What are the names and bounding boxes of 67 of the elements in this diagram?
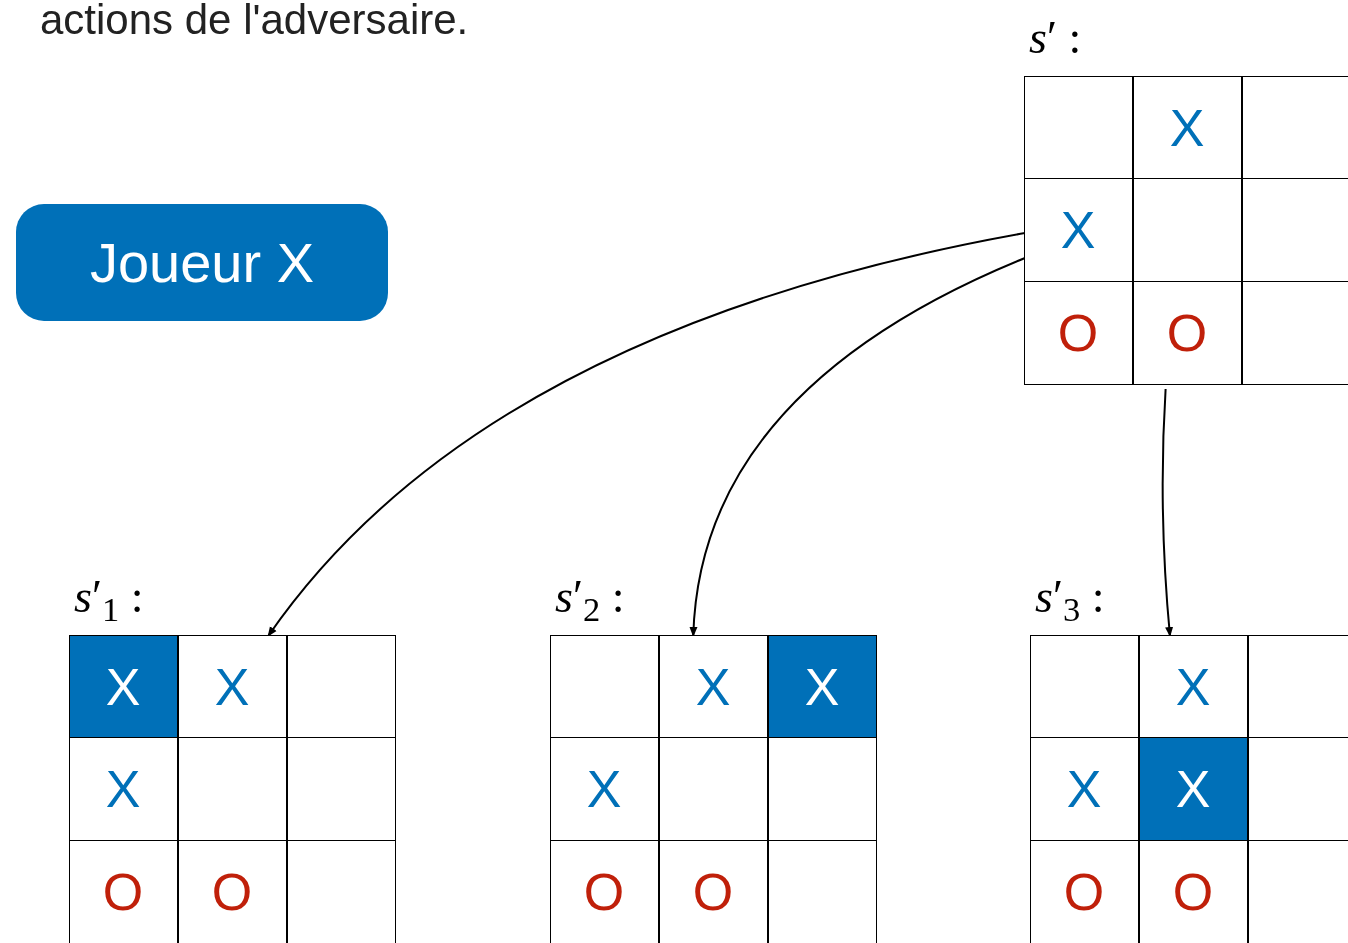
highlighted-cell — [767, 634, 877, 739]
board-cell — [1132, 280, 1242, 385]
x-mark: X — [214, 660, 250, 713]
x-mark: X — [695, 660, 731, 713]
board-cell — [1247, 737, 1348, 841]
board-cell — [177, 737, 287, 841]
x-mark: X — [1175, 660, 1211, 713]
board-cell — [286, 737, 396, 841]
board-cell — [1241, 178, 1348, 282]
state-label: s′ : — [1029, 15, 1082, 61]
highlighted-cell — [68, 634, 178, 739]
state-label: s′$_{2}$ : — [555, 574, 625, 620]
board-cell — [1241, 75, 1348, 180]
player-badge: Joueur X — [16, 204, 388, 321]
board-cell — [1029, 839, 1139, 943]
board-cell — [1138, 839, 1248, 943]
x-mark: X — [1066, 763, 1102, 815]
arrow — [267, 232, 1026, 637]
x-mark: X — [1060, 204, 1096, 256]
o-mark: O — [1057, 306, 1099, 359]
x-mark: X — [1175, 763, 1211, 815]
board-cell — [549, 839, 659, 943]
board-cell — [767, 737, 877, 841]
board-cell — [68, 839, 178, 943]
game-board — [549, 634, 878, 943]
board-cell — [1247, 634, 1348, 739]
board-cell — [1132, 178, 1242, 282]
x-mark: X — [105, 763, 141, 815]
o-mark: O — [1063, 865, 1105, 918]
board-cell — [1023, 280, 1133, 385]
board-cell — [68, 737, 178, 841]
board-cell — [1241, 280, 1348, 385]
board-cell — [1023, 75, 1133, 180]
o-mark: O — [583, 865, 625, 918]
x-mark: X — [586, 763, 622, 815]
caption-text: actions de l'adversaire. — [40, 0, 469, 45]
board-cell — [658, 839, 768, 943]
arrow — [1161, 388, 1174, 637]
board-cell — [767, 839, 877, 943]
board-cell — [1023, 178, 1133, 282]
board-cell — [1132, 75, 1242, 180]
x-mark: X — [105, 660, 141, 713]
board-cell — [658, 737, 768, 841]
state-label: s′$_{3}$ : — [1035, 574, 1105, 620]
o-mark: O — [211, 865, 253, 918]
board-cell — [1029, 634, 1139, 739]
highlighted-cell — [1138, 737, 1248, 841]
o-mark: O — [1166, 306, 1208, 359]
board-cell — [549, 737, 659, 841]
x-mark: X — [1169, 101, 1205, 154]
game-board — [1029, 634, 1348, 943]
arrow — [690, 256, 1026, 637]
game-board — [1023, 75, 1348, 385]
x-mark: X — [804, 660, 840, 713]
board-cell — [286, 839, 396, 943]
o-mark: O — [102, 865, 144, 918]
state-label: s′$_{1}$ : — [74, 574, 144, 620]
game-board — [68, 634, 397, 943]
board-cell — [658, 634, 768, 739]
board-cell — [1029, 737, 1139, 841]
o-mark: O — [1172, 865, 1214, 918]
board-cell — [1138, 634, 1248, 739]
board-cell — [177, 634, 287, 739]
board-cell — [177, 839, 287, 943]
o-mark: O — [692, 865, 734, 918]
board-cell — [549, 634, 659, 739]
board-cell — [286, 634, 396, 739]
